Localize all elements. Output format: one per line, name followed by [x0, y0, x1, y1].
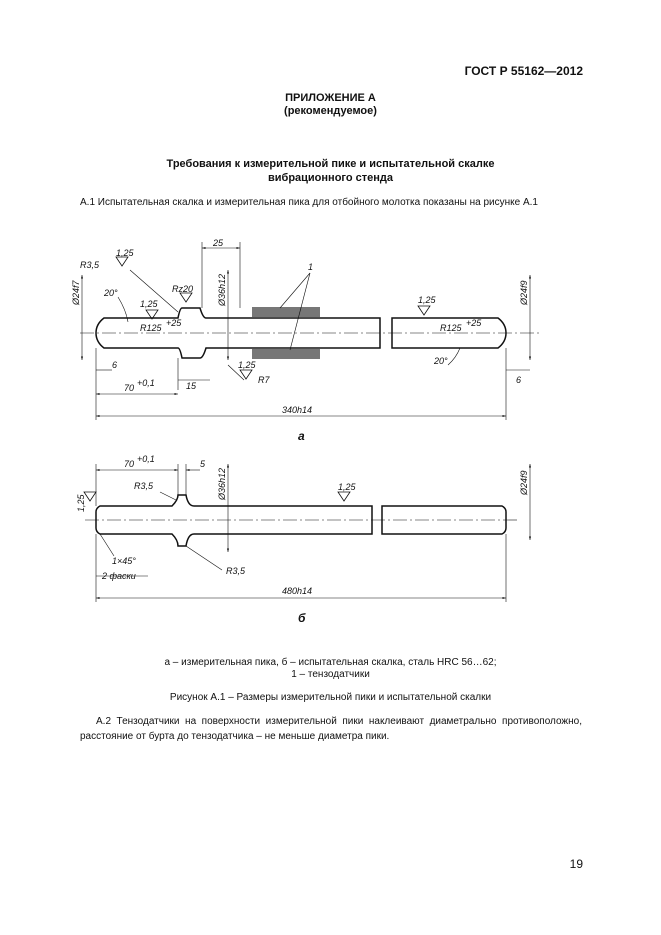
- dim-radius-left: R125: [140, 323, 163, 333]
- section-title-line1: Требования к измерительной пике и испыта…: [166, 158, 495, 170]
- dim-collar-len-b: 5: [200, 459, 206, 469]
- dim-radius-right-tol: +25: [466, 318, 482, 328]
- annex-heading: ПРИЛОЖЕНИЕ А (рекомендуемое): [0, 92, 661, 118]
- dim-chamfer-right: 6: [516, 375, 521, 385]
- legend-line1: а – измерительная пика, б – испытательна…: [164, 657, 497, 668]
- dim-fillet-bottom-b: R3,5: [226, 566, 246, 576]
- section-title-line2: вибрационного стенда: [268, 172, 393, 184]
- rough-1: 1,25: [116, 248, 135, 258]
- callout-leader: [289, 272, 311, 351]
- strain-gauge-bottom: [252, 349, 320, 359]
- pike-outline-left: [95, 307, 381, 359]
- dim-fillet-bottom: R7: [258, 375, 270, 385]
- callout-leader: [279, 272, 311, 309]
- dim-right-dia-b: Ø24f9: [519, 470, 529, 496]
- section-title: Требования к измерительной пике и испыта…: [0, 157, 661, 185]
- rough-3: 1,25: [418, 295, 437, 305]
- dim-collar-width: 25: [212, 238, 224, 248]
- pike-outline-right: [391, 317, 507, 349]
- figure-caption: Рисунок А.1 – Размеры измерительной пики…: [169, 692, 492, 703]
- rough-2-b: 1,25: [76, 493, 86, 512]
- figure-label-a: а: [298, 429, 305, 443]
- rod-outline-left: [95, 494, 373, 547]
- dim-len-left-b: 70: [124, 459, 134, 469]
- legend-line2: 1 – тензодатчики: [291, 669, 370, 680]
- rough-rz: Rz20: [172, 284, 193, 294]
- dim-angle-left: 20°: [103, 288, 118, 298]
- dim-left-dia: Ø24f7: [71, 279, 81, 306]
- dim-chamfer-count-b: 2 фаски: [101, 571, 136, 581]
- annex-status: (рекомендуемое): [284, 105, 377, 117]
- dim-len-left: 70: [124, 383, 134, 393]
- dim-overall-a: 340h14: [282, 405, 312, 415]
- drawing-b: 70 +0,1 5 R3,5 1,25 1,25 1×45° 2 фаски R…: [76, 454, 532, 625]
- callout-1: 1: [308, 262, 313, 272]
- dim-collar-dia: Ø36h12: [217, 274, 227, 307]
- rough-4: 1,25: [238, 360, 257, 370]
- page-number: 19: [569, 857, 583, 871]
- dim-len-left-tol: +0,1: [137, 378, 155, 388]
- dim-len-left-tol-b: +0,1: [137, 454, 155, 464]
- dim-collar-dia-b: Ø36h12: [217, 468, 227, 501]
- annex-title: ПРИЛОЖЕНИЕ А: [285, 92, 376, 104]
- dim-radius-left-tol: +25: [166, 318, 182, 328]
- figure-label-b: б: [298, 611, 306, 625]
- figure-legend: а – измерительная пика, б – испытательна…: [0, 657, 661, 681]
- dim-chamfer-b: 1×45°: [112, 556, 136, 566]
- rough-1-b: 1,25: [338, 482, 357, 492]
- dim-right-dia: Ø24f9: [519, 280, 529, 306]
- rod-outline-right: [381, 505, 507, 535]
- rough-2: 1,25: [140, 299, 159, 309]
- dim-chamfer-left: 6: [112, 360, 117, 370]
- technical-drawing: 25 R3,5 1,25 20° 1,25 Rz20 R125 +25 6 70…: [71, 238, 540, 625]
- strain-gauge-top: [252, 307, 320, 317]
- dim-collar-len: 15: [186, 381, 197, 391]
- document-id: ГОСТ Р 55162—2012: [464, 64, 583, 78]
- dim-angle-right: 20°: [433, 356, 448, 366]
- drawing-a: 25 R3,5 1,25 20° 1,25 Rz20 R125 +25 6 70…: [71, 238, 540, 443]
- dim-overall-b: 480h14: [282, 586, 312, 596]
- dim-fillet-top-b: R3,5: [134, 481, 154, 491]
- paragraph-a2: А.2 Тензодатчики на поверхности измерите…: [80, 716, 582, 742]
- paragraph-a1: А.1 Испытательная скалка и измерительная…: [80, 197, 538, 208]
- dim-fillet-top: R3,5: [80, 260, 100, 270]
- dim-radius-right: R125: [440, 323, 463, 333]
